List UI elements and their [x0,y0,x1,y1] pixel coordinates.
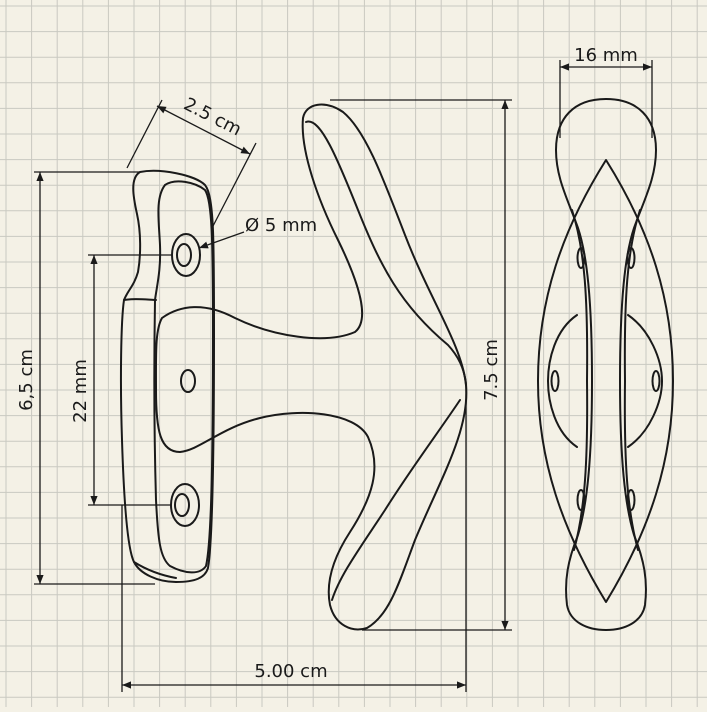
plate-side-lines [123,298,177,579]
top-screw-hole-inner [176,243,192,267]
front-plate-outline [537,159,674,603]
front-boss-left-arc [547,314,578,448]
hook-depth-label: 5.00 cm [254,661,327,682]
hook-outline [154,103,468,631]
hook-body [154,103,468,631]
front-hole-top-left [576,247,586,269]
front-hole-bottom-left [576,489,586,511]
middle-screw-hole [180,369,196,393]
hook-top-arm-inner-edge [305,120,467,386]
dimension-lines [34,60,653,692]
front-hole-top-right [626,247,636,269]
hole-diameter-leader [198,231,245,249]
plate-width-extension-1 [126,99,163,169]
plate-outline [119,169,215,583]
front-width-label: 16 mm [574,45,638,66]
front-view-holes [550,247,661,511]
hook-bottom-arm-inner-edge [331,399,461,601]
plate-width-dimension [156,105,251,155]
plate-height-label: 6,5 cm [16,349,37,411]
front-hole-bottom-right [626,489,636,511]
front-hole-mid-right [651,370,661,392]
bottom-screw-hole-inner [174,493,190,517]
hook-height-label: 7.5 cm [481,339,502,401]
plate-width-extension-2 [211,142,257,229]
mounting-plate [119,169,215,583]
hole-diameter-label: Ø 5 mm [245,215,317,236]
front-hole-mid-left [550,370,560,392]
hole-spacing-label: 22 mm [70,359,91,423]
plate-inner-edge [153,180,214,574]
front-boss-right-arc [627,314,663,448]
